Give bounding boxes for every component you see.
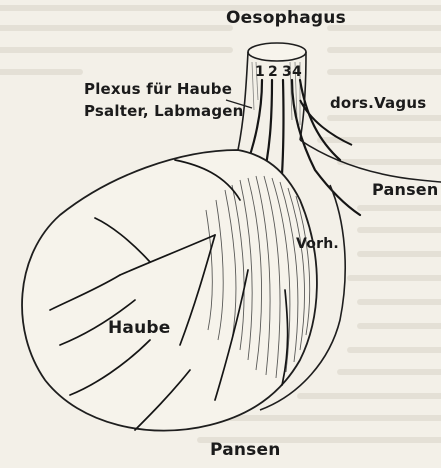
haube-outline <box>22 150 317 431</box>
pansen-bottom-label: Pansen <box>210 440 281 460</box>
dors-vagus-label: dors.Vagus <box>330 94 426 112</box>
haube-label: Haube <box>108 318 171 338</box>
pansen-right-label: Pansen <box>372 180 438 199</box>
oesophagus-label: Oesophagus <box>226 8 346 28</box>
nerve-number-4: 4 <box>292 64 302 80</box>
nerve-number-2: 2 <box>268 64 278 80</box>
nerve-number-3: 3 <box>282 64 292 80</box>
vorhof-label: Vorh. <box>296 236 339 252</box>
plexus-label-line2: Psalter, Labmagen <box>84 102 244 120</box>
plexus-label-line1: Plexus für Haube <box>84 80 232 98</box>
pansen-outline <box>300 140 441 182</box>
nerve-number-1: 1 <box>255 64 265 80</box>
